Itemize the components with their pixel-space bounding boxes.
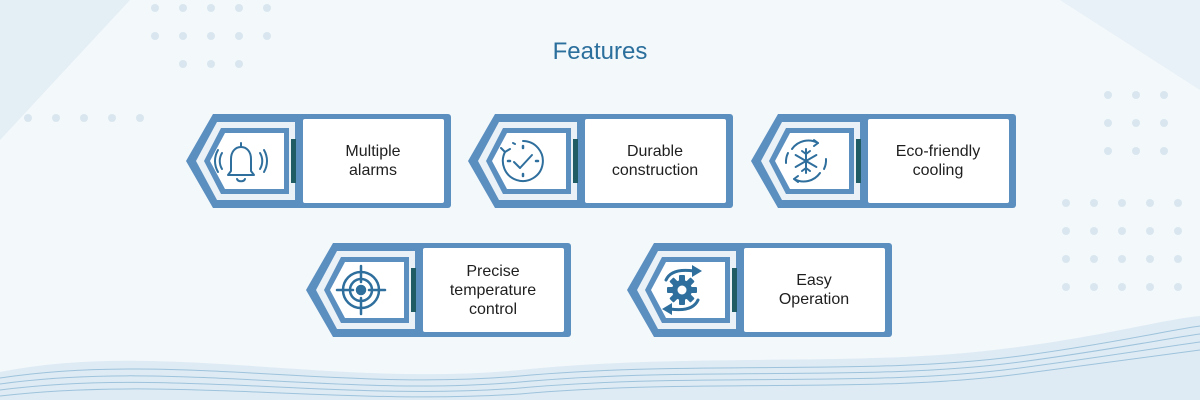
feature-card-durable-construction: Durable construction bbox=[465, 111, 733, 211]
feature-label: Easy Operation bbox=[778, 272, 850, 308]
feature-card-easy-operation: Easy Operation bbox=[624, 240, 892, 340]
feature-label: Multiple alarms bbox=[345, 143, 401, 179]
snowflake-cycle-icon bbox=[784, 139, 828, 183]
feature-card-eco-friendly-cooling: Eco-friendly cooling bbox=[748, 111, 1016, 211]
feature-label: Eco-friendly cooling bbox=[895, 143, 981, 179]
section-title: Features bbox=[552, 38, 648, 65]
bell-ringing-icon bbox=[214, 142, 268, 183]
feature-label: Precise temperature control bbox=[449, 262, 537, 318]
card-frame bbox=[468, 114, 733, 208]
feature-label: Durable construction bbox=[611, 143, 699, 179]
feature-card-multiple-alarms: Multiple alarms bbox=[183, 111, 451, 211]
clock-check-icon bbox=[500, 140, 544, 182]
card-frame bbox=[306, 243, 571, 337]
gear-arrows-icon bbox=[662, 265, 702, 315]
target-crosshair-icon bbox=[335, 264, 387, 316]
feature-card-precise-temperature-control: Precise temperature control bbox=[303, 240, 571, 340]
